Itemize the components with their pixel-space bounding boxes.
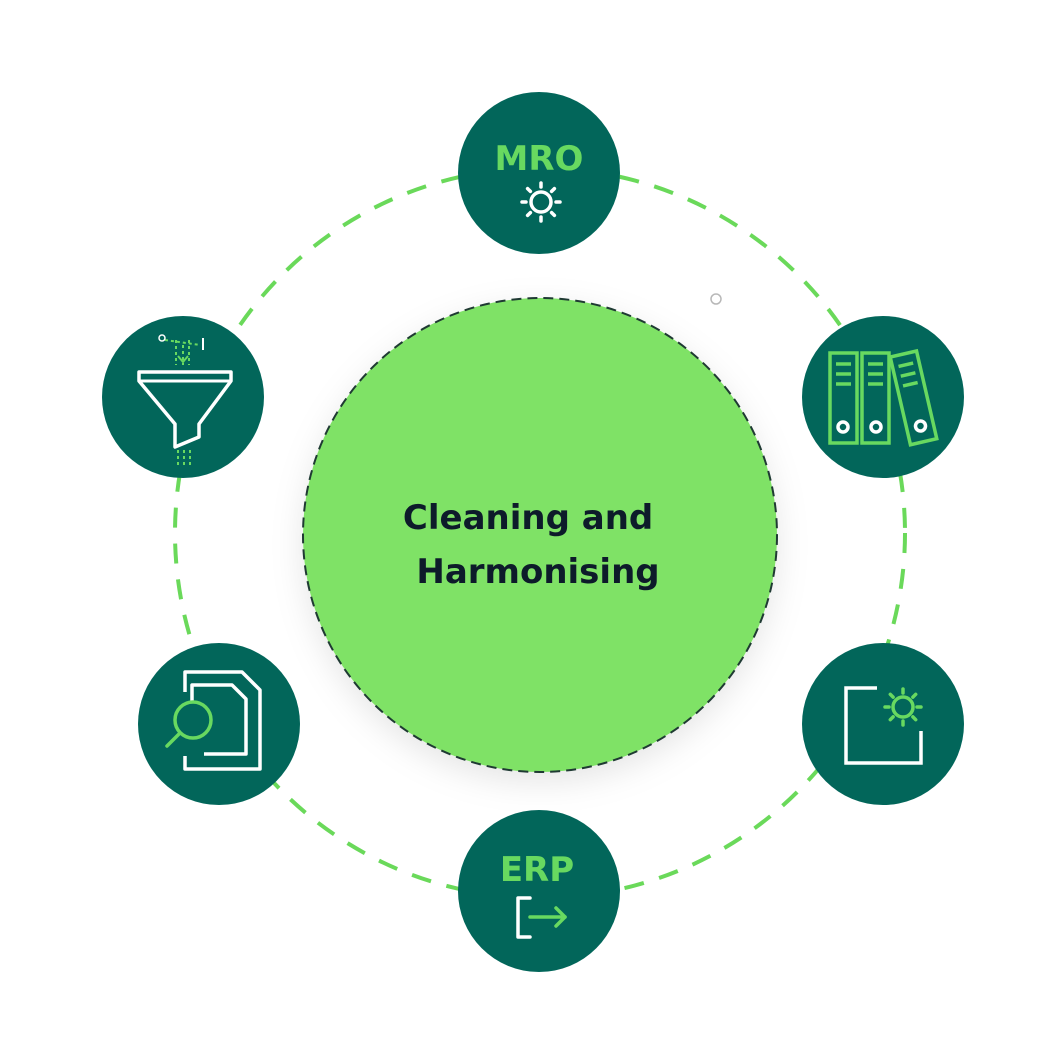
node-mro: MRO bbox=[458, 92, 620, 254]
node-erp: ERP bbox=[458, 810, 620, 972]
node-binders bbox=[802, 316, 964, 478]
gear-icon bbox=[520, 181, 562, 223]
document-search-icon bbox=[165, 670, 262, 771]
node-document-search bbox=[138, 643, 300, 805]
center-title: Cleaning and Harmonising bbox=[403, 498, 665, 592]
binders-icon bbox=[828, 348, 939, 447]
node-window-gear bbox=[802, 643, 964, 805]
decorative-dot bbox=[710, 293, 722, 305]
node-mro-label: MRO bbox=[495, 139, 584, 179]
center-node: Cleaning and Harmonising bbox=[302, 297, 778, 773]
center-title-line-2: Harmonising bbox=[416, 552, 659, 592]
funnel-icon bbox=[137, 334, 233, 466]
node-erp-label: ERP bbox=[500, 850, 574, 890]
window-gear-icon bbox=[844, 686, 923, 765]
node-funnel bbox=[102, 316, 264, 478]
export-arrow-icon bbox=[516, 896, 567, 939]
center-title-line-1: Cleaning and bbox=[403, 498, 653, 538]
outer-dashed-ring bbox=[173, 166, 907, 900]
